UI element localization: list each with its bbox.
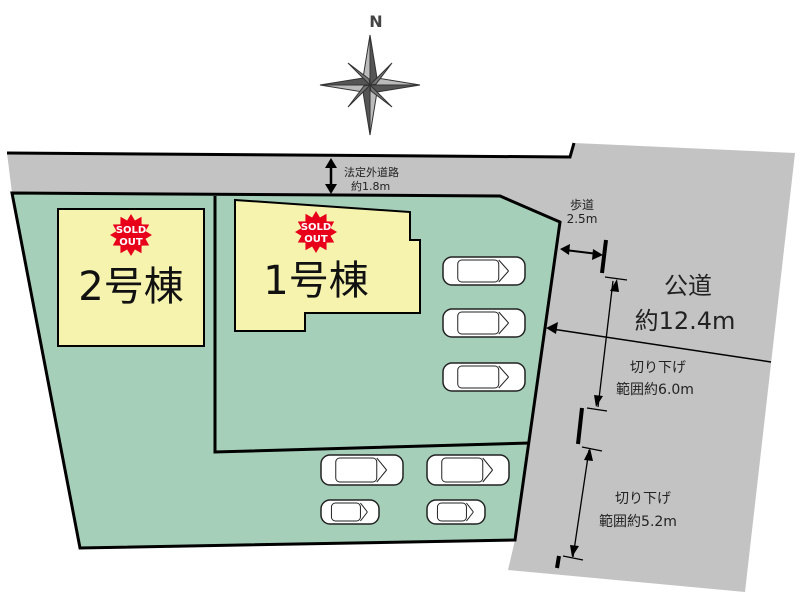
sidewalk-name: 歩道	[570, 197, 594, 212]
car-icon	[442, 362, 526, 392]
curb-cut-2-line2: 範囲約5.2m	[599, 513, 677, 530]
arrow-up-icon	[610, 279, 619, 292]
badge-text-out: OUT	[304, 234, 328, 245]
public-road-dimension	[551, 328, 772, 363]
curb-cut-2-line1: 切り下げ	[615, 491, 671, 507]
sidewalk-width: 2.5m	[567, 212, 598, 226]
car-icon	[442, 256, 526, 286]
car-icon	[320, 499, 380, 525]
building-1: 1号棟	[234, 198, 421, 332]
curb-mark	[600, 239, 608, 274]
badge-text-out: OUT	[119, 237, 143, 248]
curb-mark	[576, 407, 584, 445]
arrow-down-icon	[594, 395, 603, 407]
arrow-left-icon	[560, 244, 570, 255]
sold-out-badge: SOLD OUT	[110, 214, 152, 256]
arrow-up-icon	[584, 448, 593, 461]
badge-text-sold: SOLD	[301, 222, 331, 233]
arrow-down-icon	[325, 184, 337, 194]
compass-north-label: N	[369, 12, 382, 31]
car-icon	[426, 499, 486, 525]
lot-1-boundary	[213, 196, 531, 454]
arrow-right-icon	[592, 249, 603, 260]
side-road-name: 法定外道路	[344, 165, 399, 179]
compass-icon	[319, 34, 421, 136]
side-road-width: 約1.8m	[351, 179, 390, 193]
arrow-up-icon	[325, 158, 337, 168]
arrow-down-icon	[570, 545, 579, 557]
curb-cut-2-dimension	[562, 446, 603, 561]
car-icon	[320, 454, 404, 486]
curb-cut-1-dimension	[586, 276, 628, 412]
building-2-label: 2号棟	[78, 264, 183, 310]
badge-text-sold: SOLD	[116, 225, 146, 236]
sold-out-badge: SOLD OUT	[295, 211, 337, 253]
public-road-name: 公道	[664, 272, 712, 300]
arrow-left-icon	[546, 322, 558, 334]
curb-cut-1-line1: 切り下げ	[630, 360, 686, 376]
building-1-label: 1号棟	[263, 258, 368, 304]
curb-mark	[555, 555, 561, 569]
car-icon	[442, 308, 526, 338]
sidewalk-dimension	[564, 249, 599, 255]
side-road-edge	[6, 142, 576, 159]
parking	[320, 256, 526, 525]
curb-cut-1-line2: 範囲約6.0m	[616, 381, 694, 398]
car-icon	[426, 454, 510, 486]
public-road-width: 約12.4m	[635, 307, 736, 335]
